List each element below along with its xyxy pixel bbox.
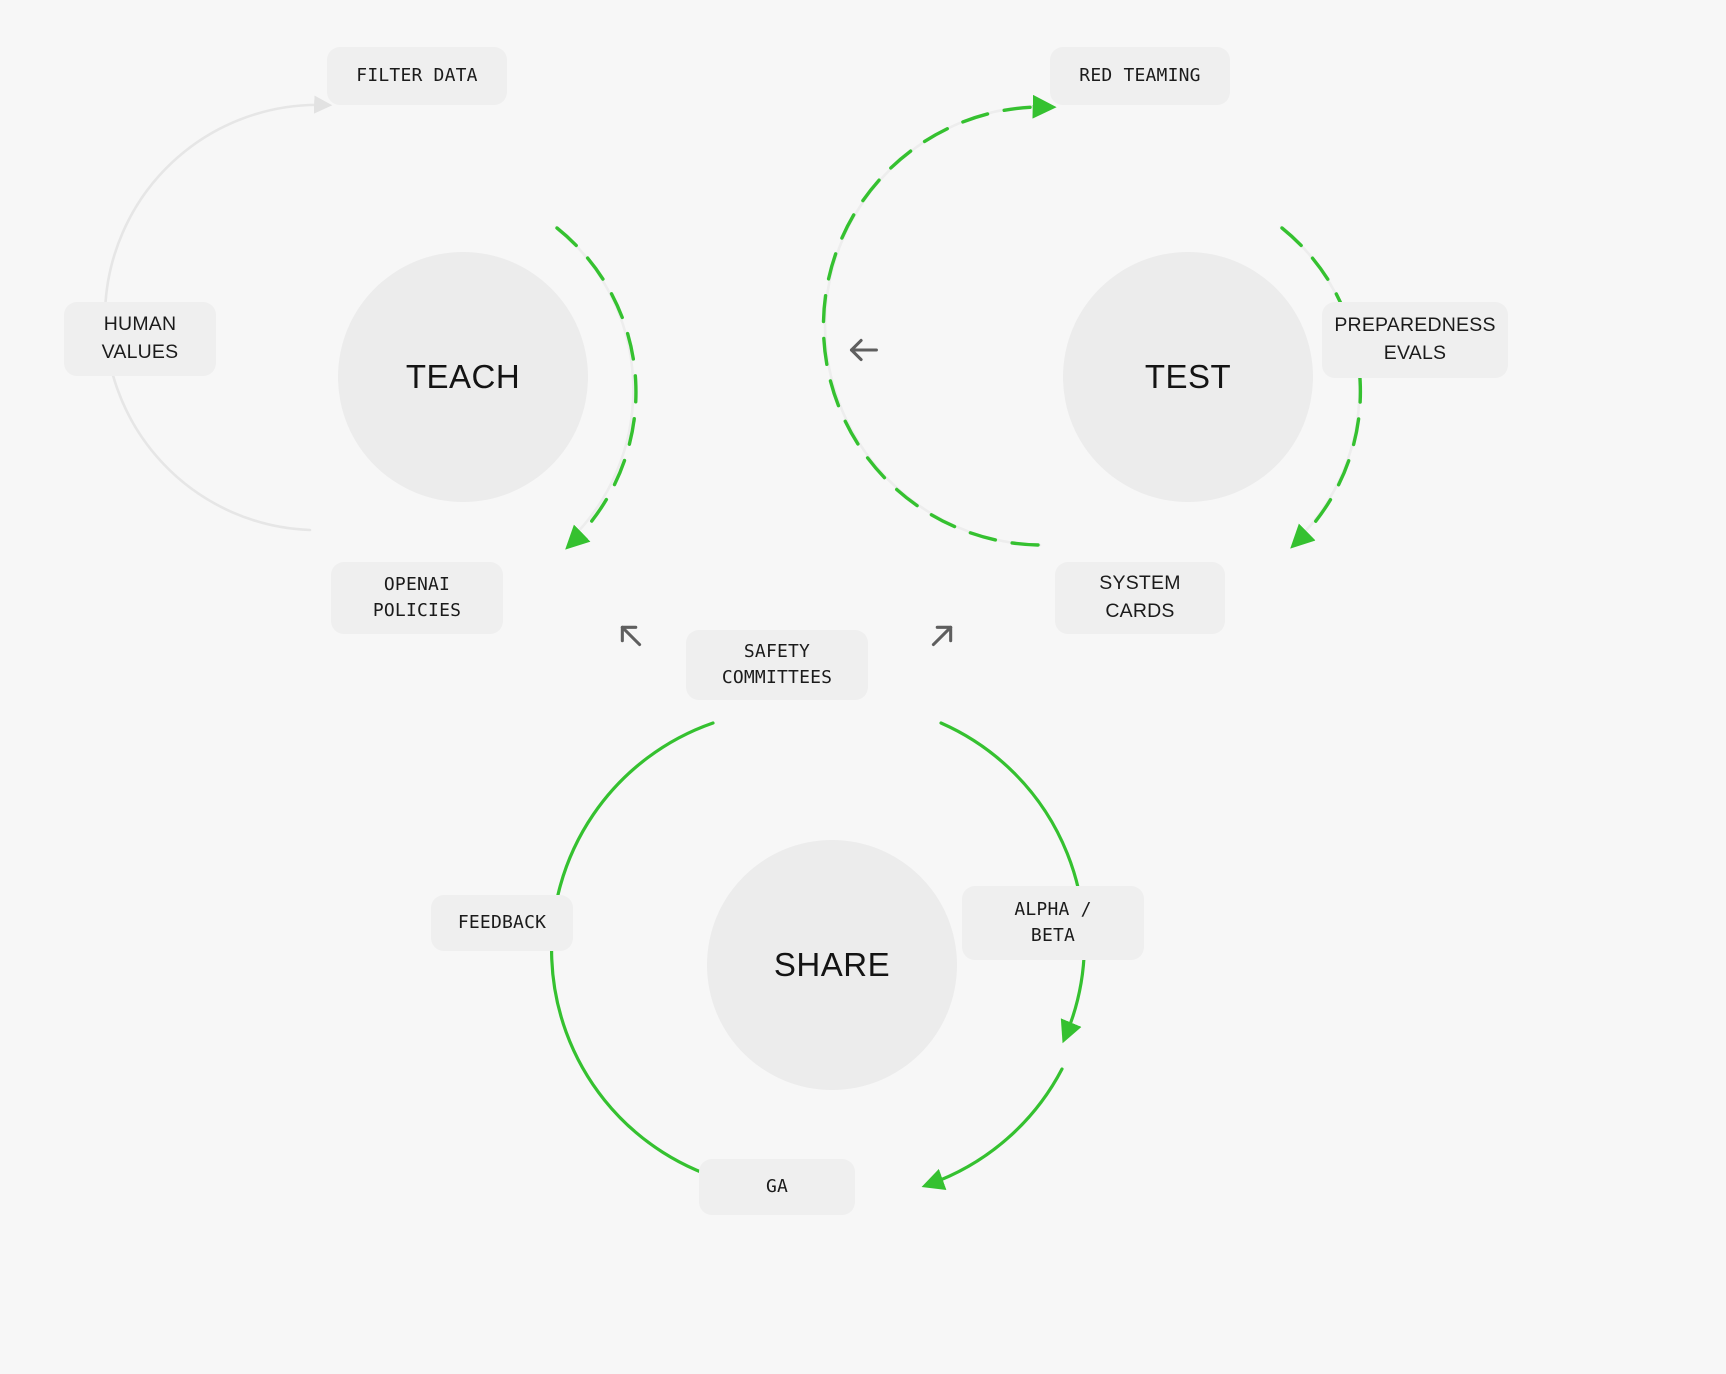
hub-teach: TEACH [338,252,588,502]
node-system-cards[interactable]: SYSTEM CARDS [1055,562,1225,634]
node-filter-data-label: FILTER DATA [356,65,478,87]
node-red-teaming[interactable]: RED TEAMING [1050,47,1230,105]
hub-share-label: SHARE [773,946,891,983]
node-alpha-beta-label: ALPHA / BETA [1014,899,1092,946]
arrow-up-left-icon [607,612,653,658]
node-alpha-beta[interactable]: ALPHA / BETA [962,886,1144,960]
node-human-values-label: HUMAN VALUES [101,313,179,363]
node-safety-committees-label: SAFETY COMMITTEES [721,641,833,688]
arrow-left-icon [840,327,886,373]
node-feedback[interactable]: FEEDBACK [431,895,573,951]
node-ga-label: GA [765,1176,789,1198]
node-openai-policies-label: OPENAI POLICIES [372,574,462,621]
hub-teach-label: TEACH [405,358,521,395]
hub-share: SHARE [707,840,957,1090]
node-safety-committees[interactable]: SAFETY COMMITTEES [686,630,868,700]
node-openai-policies[interactable]: OPENAI POLICIES [331,562,503,634]
node-human-values[interactable]: HUMAN VALUES [64,302,216,376]
node-filter-data[interactable]: FILTER DATA [327,47,507,105]
node-red-teaming-label: RED TEAMING [1079,65,1201,87]
hub-test: TEST [1063,252,1313,502]
node-ga[interactable]: GA [699,1159,855,1215]
node-system-cards-label: SYSTEM CARDS [1099,572,1181,622]
node-feedback-label: FEEDBACK [457,912,547,934]
node-preparedness-evals[interactable]: PREPAREDNESS EVALS [1322,302,1508,378]
node-preparedness-evals-label: PREPAREDNESS EVALS [1334,314,1496,364]
hub-test-label: TEST [1144,358,1232,395]
arrow-up-right-icon [920,612,966,658]
